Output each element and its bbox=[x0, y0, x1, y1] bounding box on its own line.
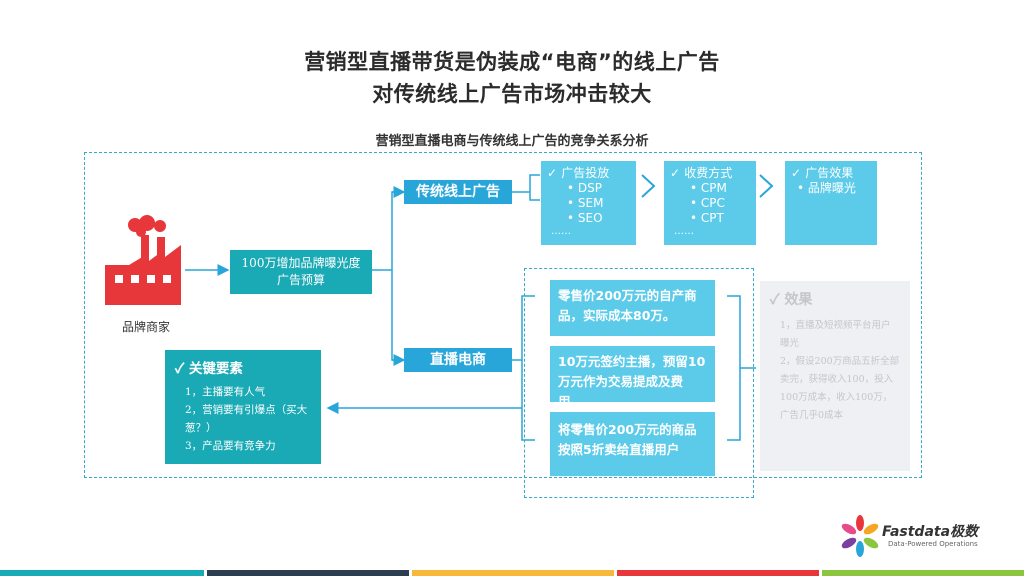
key-factor-item: 2，营销要有引爆点（买大葱？） bbox=[185, 404, 308, 434]
footer-bar-dark bbox=[207, 570, 409, 576]
footer-bar-teal bbox=[0, 570, 204, 576]
list-item: • CPC bbox=[690, 196, 725, 210]
ad-effect-box: ✓ 广告效果 • 品牌曝光 bbox=[785, 161, 877, 245]
effect-line-1: 1，直播及短视频平台用户曝光 bbox=[780, 320, 891, 349]
footer-bar-green bbox=[822, 570, 1024, 576]
check-icon: ✓ bbox=[547, 166, 562, 180]
footer-bar-yellow bbox=[412, 570, 614, 576]
fastdata-logo-icon bbox=[841, 515, 879, 557]
factory-icon bbox=[105, 215, 181, 305]
page-title-line1: 营销型直播带货是伪装成“电商”的线上广告 bbox=[304, 50, 720, 74]
diagram-frame bbox=[84, 152, 922, 478]
step-box-3: 将零售价200万元的商品按照5折卖给直播用户 bbox=[550, 412, 715, 476]
ad-effect-title: 广告效果 bbox=[805, 166, 854, 180]
more-indicator: …… bbox=[551, 226, 571, 237]
page-title-line2: 对传统线上广告市场冲击较大 bbox=[372, 82, 652, 106]
footer-bar-red bbox=[617, 570, 819, 576]
ad-delivery-box: ✓ 广告投放 • DSP • SEM • SEO …… bbox=[541, 161, 636, 245]
steps-frame bbox=[524, 268, 754, 498]
charging-title: 收费方式 bbox=[684, 166, 733, 180]
budget-box: 100万增加品牌曝光度广告预算 bbox=[230, 250, 372, 294]
logo-tagline: Data-Powered Operations bbox=[888, 540, 978, 548]
check-icon: ✓ bbox=[770, 292, 785, 308]
list-item: • CPT bbox=[690, 211, 724, 225]
ad-delivery-title: 广告投放 bbox=[561, 166, 610, 180]
list-item: • SEM bbox=[567, 196, 604, 210]
key-factors-box: ✓ 关键要素 1，主播要有人气 2，营销要有引爆点（买大葱？） 3，产品要有竞争… bbox=[165, 350, 321, 464]
more-indicator: …… bbox=[674, 226, 694, 237]
step-box-2: 10万元签约主播，预留10万元作为交易提成及费用。 bbox=[550, 346, 715, 409]
check-icon: ✓ bbox=[791, 166, 806, 180]
list-item: • CPM bbox=[690, 181, 727, 195]
effect-title: 效果 bbox=[784, 292, 813, 308]
list-item: • 品牌曝光 bbox=[797, 181, 856, 195]
traditional-ads-box: 传统线上广告 bbox=[404, 180, 512, 204]
effect-line-2: 2，假设200万商品五折全部卖完，获得收入100，投入100万成本，收入100万… bbox=[780, 356, 900, 421]
step-box-1: 零售价200万元的自产商品，实际成本80万。 bbox=[550, 280, 715, 336]
merchant-label: 品牌商家 bbox=[121, 320, 170, 334]
livestream-box: 直播电商 bbox=[404, 348, 512, 372]
key-factor-item: 3，产品要有竞争力 bbox=[185, 440, 276, 452]
check-icon: ✓ bbox=[175, 361, 189, 377]
effect-panel: ✓ 效果 1，直播及短视频平台用户曝光 2，假设200万商品五折全部卖完，获得收… bbox=[760, 281, 910, 471]
list-item: • DSP bbox=[567, 181, 602, 195]
list-item: • SEO bbox=[567, 211, 603, 225]
key-factors-title: 关键要素 bbox=[188, 361, 243, 377]
check-icon: ✓ bbox=[670, 166, 685, 180]
charging-box: ✓ 收费方式 • CPM • CPC • CPT …… bbox=[664, 161, 756, 245]
key-factor-item: 1，主播要有人气 bbox=[185, 386, 266, 398]
diagram-subtitle: 营销型直播电商与传统线上广告的竞争关系分析 bbox=[375, 134, 649, 149]
logo-brand: Fastdata极数 bbox=[882, 524, 979, 540]
